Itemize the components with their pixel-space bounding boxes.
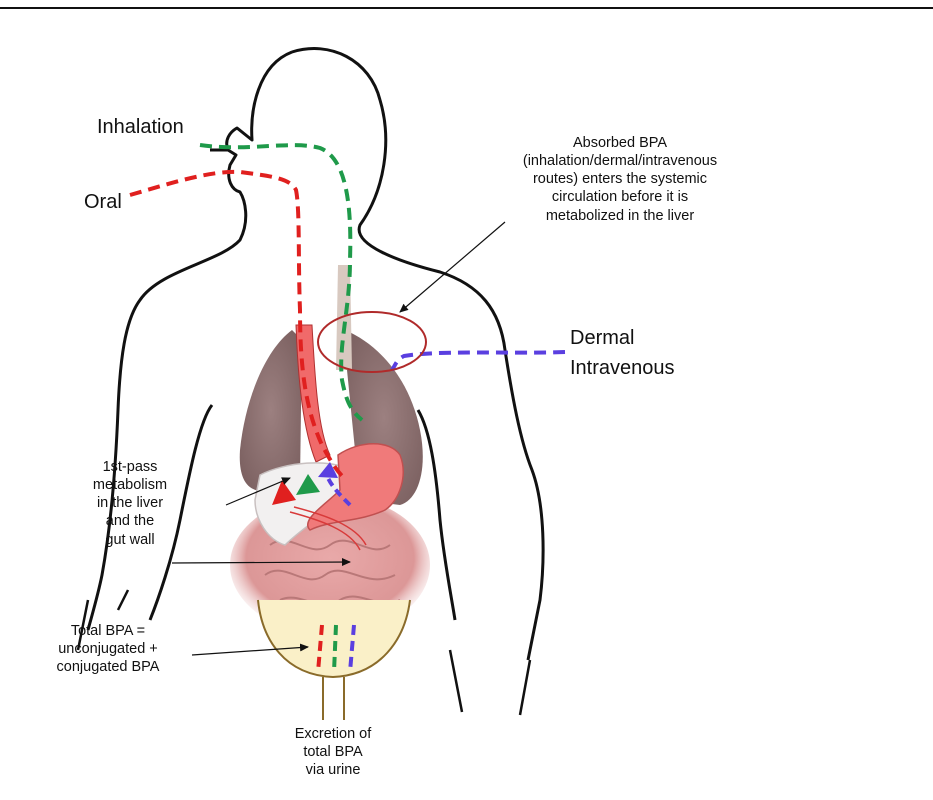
green-excretion-dash (334, 625, 336, 672)
oral-label: Oral (84, 190, 122, 215)
first-pass-line: and the (60, 512, 200, 530)
excretion-line: via urine (263, 761, 403, 779)
total-bpa-line: Total BPA = (28, 622, 188, 640)
excretion-note: Excretion of total BPA via urine (263, 725, 403, 779)
absorbed-line: metabolized in the liver (500, 207, 740, 225)
absorbed-note: Absorbed BPA (inhalation/dermal/intraven… (500, 134, 740, 225)
dermal-iv-path (392, 352, 565, 370)
first-pass-line: metabolism (60, 476, 200, 494)
first-pass-note: 1st-pass metabolism in the liver and the… (60, 458, 200, 549)
absorbed-line: Absorbed BPA (500, 134, 740, 152)
first-pass-line: in the liver (60, 494, 200, 512)
absorbed-line: routes) enters the systemic (500, 170, 740, 188)
urethra (323, 677, 344, 720)
absorbed-arrow (400, 222, 505, 312)
excretion-line: total BPA (263, 743, 403, 761)
first-pass-line: 1st-pass (60, 458, 200, 476)
inhalation-label: Inhalation (97, 115, 184, 140)
dermal-label: Dermal (570, 326, 634, 351)
absorbed-line: circulation before it is (500, 188, 740, 206)
intravenous-label: Intravenous (570, 356, 675, 381)
right-arm-tip (450, 650, 530, 715)
absorbed-line: (inhalation/dermal/intravenous (500, 152, 740, 170)
first-pass-line: gut wall (60, 531, 200, 549)
total-bpa-line: conjugated BPA (28, 658, 188, 676)
total-bpa-line: unconjugated + (28, 640, 188, 658)
total-bpa-note: Total BPA = unconjugated + conjugated BP… (28, 622, 188, 676)
excretion-line: Excretion of (263, 725, 403, 743)
